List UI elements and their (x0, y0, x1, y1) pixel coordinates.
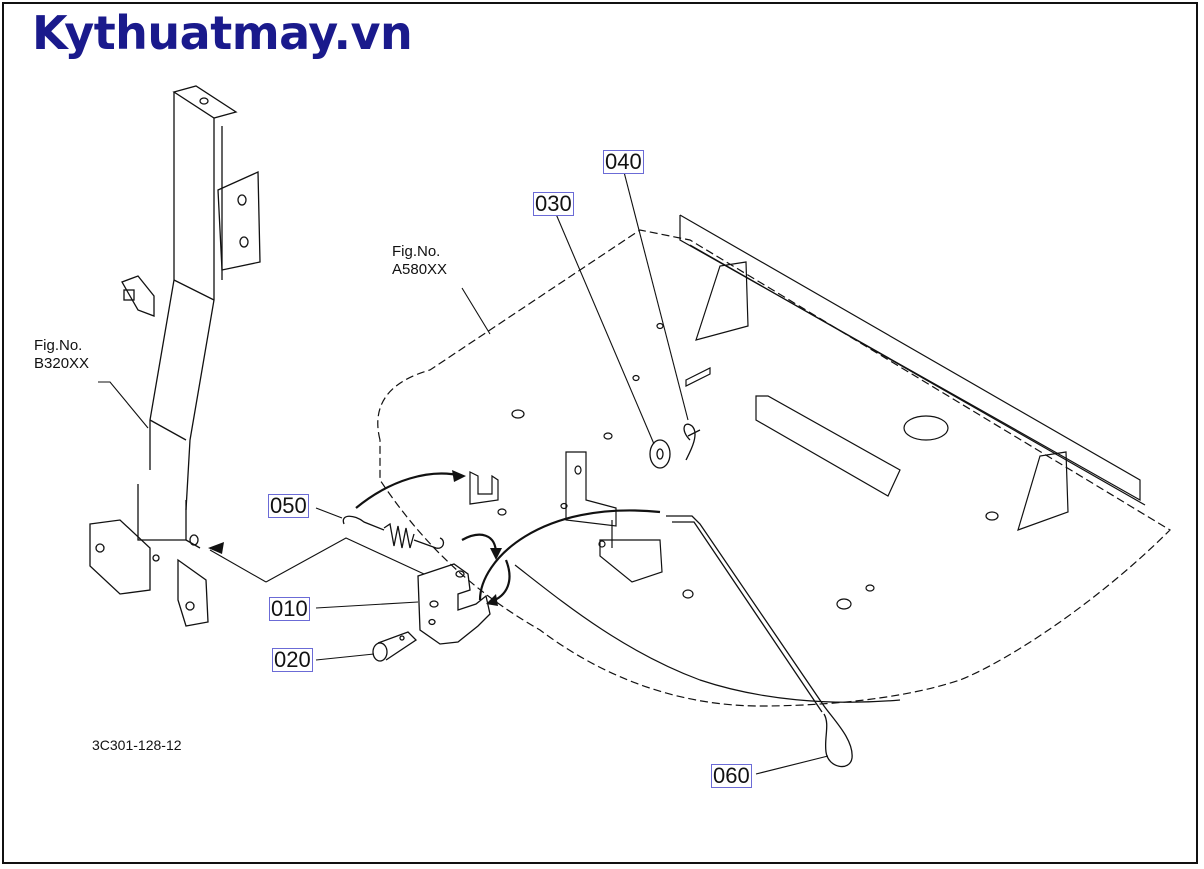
part-060-rod (666, 515, 853, 768)
part-label-060: 060 (711, 763, 752, 788)
part-label-020: 020 (272, 647, 313, 672)
reference-a580xx-line2: A580XX (392, 261, 448, 278)
reference-b320xx-line1: Fig.No. (34, 337, 83, 354)
part-label-050: 050 (268, 493, 309, 518)
drawing-code: 3C301-128-12 (92, 737, 182, 753)
leader-lines (98, 171, 829, 775)
part-label-030: 030 (533, 191, 574, 216)
floor-plate (377, 214, 1171, 707)
spring-hook-bracket (469, 471, 499, 505)
reference-a580xx: Fig.No. A580XX (392, 243, 447, 279)
arrow-heads (208, 470, 502, 606)
part-label-040: 040 (603, 149, 644, 174)
site-watermark: Kythuatmay.vn (32, 6, 413, 60)
reference-b320xx-line2: B320XX (34, 355, 90, 372)
frame-bracket (89, 85, 261, 627)
part-050-spring (342, 515, 445, 549)
assembly-arrows (355, 472, 661, 604)
reference-a580xx-line1: Fig.No. (392, 243, 441, 260)
part-040-snap-pin (683, 423, 701, 461)
part-030-washer (649, 439, 671, 469)
part-010-lever (417, 563, 491, 645)
part-020-pin (372, 631, 418, 662)
reference-b320xx: Fig.No. B320XX (34, 337, 89, 373)
part-label-010: 010 (269, 596, 310, 621)
